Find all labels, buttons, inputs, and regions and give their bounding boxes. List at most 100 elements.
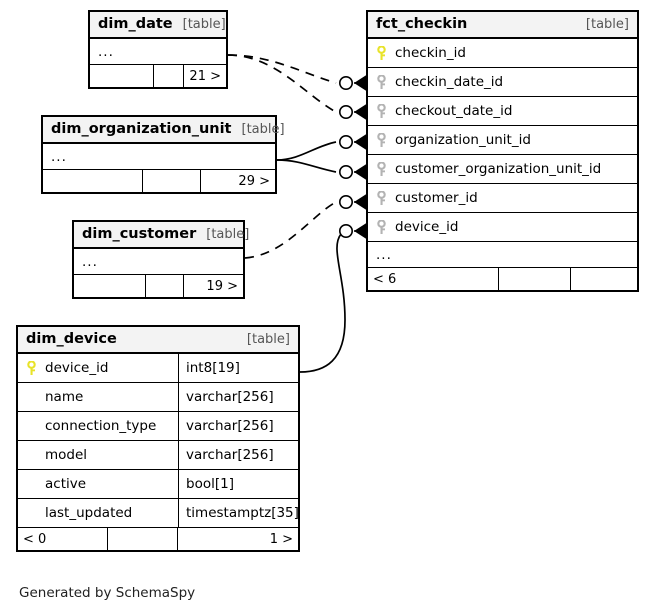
- edge-dim-org-customer-organization-unit: [276, 159, 337, 173]
- column-label: checkin_id: [395, 45, 466, 61]
- column-type: timestamptz[35]: [178, 499, 299, 527]
- footer-cell-left[interactable]: < 6: [368, 268, 499, 290]
- column-name-cell: organization_unit_id: [368, 132, 637, 148]
- table-row[interactable]: device_id: [368, 213, 637, 242]
- table-row[interactable]: customer_organization_unit_id: [368, 155, 637, 184]
- footer-cell-left[interactable]: [43, 170, 143, 192]
- table-row[interactable]: model varchar[256]: [18, 441, 298, 470]
- table-row[interactable]: device_id int8[19]: [18, 354, 298, 383]
- column-name-cell: active: [18, 476, 178, 492]
- foreign-key-icon: [376, 103, 395, 119]
- table-header: dim_organization_unit [table]: [43, 117, 285, 144]
- table-dim-organization-unit[interactable]: dim_organization_unit [table] ... 29 >: [41, 115, 285, 194]
- collapsed-columns-indicator: ...: [90, 39, 226, 65]
- table-row[interactable]: checkin_date_id: [368, 68, 637, 97]
- table-fct-checkin[interactable]: fct_checkin [table] checkin_id checkin_d…: [366, 10, 639, 292]
- table-row[interactable]: customer_id: [368, 184, 637, 213]
- table-row[interactable]: active bool[1]: [18, 470, 298, 499]
- column-name-cell: customer_id: [368, 190, 637, 206]
- foreign-key-icon: [376, 219, 395, 235]
- table-row[interactable]: connection_type varchar[256]: [18, 412, 298, 441]
- column-label: checkin_date_id: [395, 74, 504, 90]
- primary-key-icon: [376, 45, 395, 61]
- table-kind-label: [table]: [182, 16, 226, 32]
- edge-dim-device-device: [299, 233, 346, 373]
- collapsed-columns-indicator: ...: [43, 144, 275, 170]
- column-name-cell: checkin_id: [368, 45, 637, 61]
- table-title: dim_device: [26, 331, 117, 347]
- footer-cell-left[interactable]: [90, 65, 154, 87]
- table-title: dim_date: [98, 16, 173, 32]
- column-label: active: [45, 476, 87, 492]
- table-row[interactable]: checkout_date_id: [368, 97, 637, 126]
- column-name-cell: device_id: [368, 219, 637, 235]
- column-name-cell: name: [18, 389, 178, 405]
- table-title: fct_checkin: [376, 16, 468, 32]
- crowfoot-checkout-date-id: [338, 102, 370, 122]
- table-row[interactable]: organization_unit_id: [368, 126, 637, 155]
- column-type: varchar[256]: [178, 441, 298, 469]
- edge-dim-date-checkin-date: [227, 54, 337, 84]
- column-label: model: [45, 447, 88, 463]
- generated-by-caption: Generated by SchemaSpy: [19, 585, 196, 601]
- footer-cell-left[interactable]: < 0: [18, 528, 108, 550]
- column-label: device_id: [45, 360, 109, 376]
- footer-cell-mid: [499, 268, 571, 290]
- foreign-key-icon: [376, 161, 395, 177]
- column-type: varchar[256]: [178, 383, 298, 411]
- footer-cell-mid: [108, 528, 178, 550]
- footer-cell-right[interactable]: 19 >: [206, 278, 238, 294]
- crowfoot-device-id: [338, 221, 370, 241]
- edge-dim-org-organization-unit: [276, 141, 337, 161]
- table-title: dim_organization_unit: [51, 121, 232, 137]
- column-name-cell: last_updated: [18, 505, 178, 521]
- column-label: connection_type: [45, 418, 157, 434]
- column-label: last_updated: [45, 505, 133, 521]
- crowfoot-customer-organization-unit-id: [338, 162, 370, 182]
- table-footer: < 0 1 >: [18, 528, 298, 550]
- footer-cell-right[interactable]: [571, 268, 637, 290]
- collapsed-columns-indicator: ...: [74, 249, 243, 275]
- column-type: int8[19]: [178, 354, 298, 382]
- footer-cell-right[interactable]: 1 >: [269, 531, 293, 547]
- footer-cell-mid: [143, 170, 201, 192]
- table-footer: < 6: [368, 268, 637, 290]
- foreign-key-icon: [376, 74, 395, 90]
- column-label: customer_organization_unit_id: [395, 161, 602, 177]
- more-columns-indicator: ...: [368, 242, 637, 268]
- table-kind-label: [table]: [241, 121, 285, 137]
- footer-cell-right[interactable]: 29 >: [238, 173, 270, 189]
- column-name-cell: customer_organization_unit_id: [368, 161, 637, 177]
- table-dim-customer[interactable]: dim_customer [table] ... 19 >: [72, 220, 249, 299]
- table-header: fct_checkin [table]: [368, 12, 637, 39]
- table-dim-date[interactable]: dim_date [table] ... 21 >: [88, 10, 228, 89]
- table-row[interactable]: name varchar[256]: [18, 383, 298, 412]
- primary-key-icon: [26, 360, 45, 376]
- footer-cell-mid: [146, 275, 184, 297]
- foreign-key-icon: [376, 132, 395, 148]
- column-label: customer_id: [395, 190, 478, 206]
- column-type: bool[1]: [178, 470, 298, 498]
- table-title: dim_customer: [82, 226, 197, 242]
- table-footer: 29 >: [43, 170, 275, 192]
- table-row[interactable]: last_updated timestamptz[35]: [18, 499, 299, 528]
- footer-cell-mid: [154, 65, 184, 87]
- column-type: varchar[256]: [178, 412, 298, 440]
- column-name-cell: checkout_date_id: [368, 103, 637, 119]
- footer-cell-right[interactable]: 21 >: [189, 68, 221, 84]
- table-header: dim_device [table]: [18, 327, 298, 354]
- table-footer: 21 >: [90, 65, 226, 87]
- column-name-cell: checkin_date_id: [368, 74, 637, 90]
- edge-dim-date-checkout-date: [227, 54, 337, 113]
- table-row[interactable]: checkin_id: [368, 39, 637, 68]
- footer-cell-left[interactable]: [74, 275, 146, 297]
- crowfoot-customer-id: [338, 192, 370, 212]
- column-label: checkout_date_id: [395, 103, 513, 119]
- table-kind-label: [table]: [585, 16, 629, 32]
- table-kind-label: [table]: [206, 226, 250, 242]
- table-dim-device[interactable]: dim_device [table] device_id int8[19] na…: [16, 325, 300, 552]
- foreign-key-icon: [376, 190, 395, 206]
- column-name-cell: model: [18, 447, 178, 463]
- column-label: name: [45, 389, 84, 405]
